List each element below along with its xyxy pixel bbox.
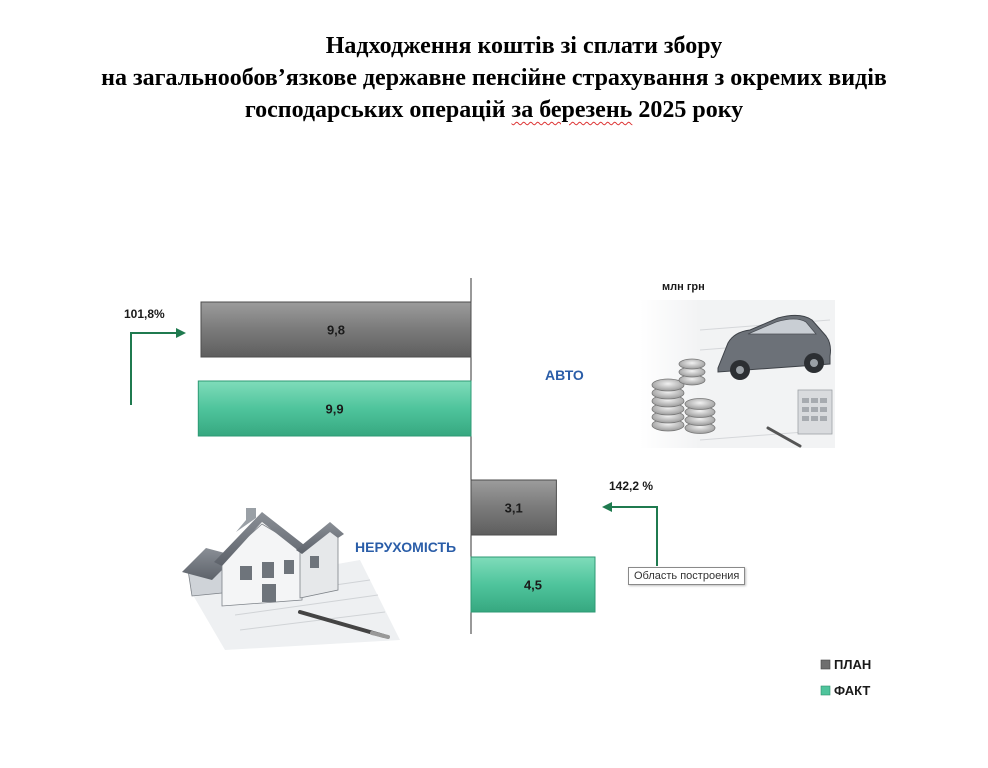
bar-label-fact-realty: 4,5 [524, 578, 542, 593]
title-line-3-start: господарських операцій [244, 97, 512, 123]
chart-title: Надходження коштів зі сплати збору на за… [0, 30, 988, 126]
bar-fact-realty [470, 556, 596, 613]
legend-swatch-fact [820, 685, 831, 696]
percent-label-auto: 101,8% [124, 307, 165, 321]
car-and-coins-icon [640, 300, 835, 448]
bar-label-plan-realty: 3,1 [505, 501, 523, 516]
legend-swatch-plan [820, 659, 831, 670]
percent-label-realty: 142,2 % [609, 479, 653, 493]
unit-label: млн грн [662, 281, 705, 293]
category-label-realty: НЕРУХОМІСТЬ [355, 539, 456, 555]
title-line-2: на загальнообов’язкове державне пенсійне… [101, 65, 887, 91]
legend-label-fact: ФАКТ [834, 683, 870, 698]
arrow-realty-icon [602, 502, 658, 566]
bar-label-plan-auto: 9,8 [327, 323, 345, 338]
house-icon [182, 508, 400, 650]
bar-label-fact-auto: 9,9 [326, 402, 344, 417]
category-label-auto: АВТО [545, 367, 584, 383]
legend: ПЛАН ФАКТ [820, 657, 871, 698]
plot-area-tooltip: Область построения [628, 567, 746, 585]
bar-plan-auto [200, 301, 472, 358]
legend-label-plan: ПЛАН [834, 657, 871, 672]
title-line-3: господарських операцій за березень 2025 … [0, 94, 988, 126]
title-line-3-spellcheck-mark: за березень [511, 97, 633, 123]
title-line-3-end: 2025 року [632, 97, 744, 123]
title-line-1: Надходження коштів зі сплати збору [325, 33, 723, 59]
bar-plan-realty [470, 479, 557, 536]
arrow-auto-icon [130, 328, 186, 405]
bar-fact-auto [197, 380, 472, 437]
